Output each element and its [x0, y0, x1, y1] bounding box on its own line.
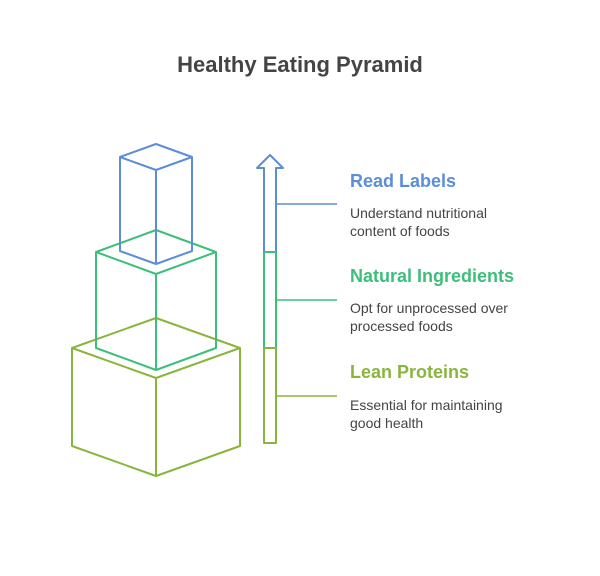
tier-middle-description-line: processed foods [350, 318, 453, 334]
tier-top-description-line: content of foods [350, 223, 450, 239]
arrow-head-segment [256, 154, 284, 252]
page-title: Healthy Eating Pyramid [177, 52, 423, 77]
progress-arrow [256, 154, 284, 444]
tier-middle-description-line: Opt for unprocessed over [350, 300, 508, 316]
top-block-outline [119, 143, 193, 265]
arrow-bottom-segment [263, 347, 277, 444]
arrow-middle-segment [263, 251, 277, 348]
tier-top-title: Read Labels [350, 171, 457, 191]
top-block [119, 143, 193, 265]
tier-middle-description: Opt for unprocessed over processed foods [350, 299, 550, 335]
tier-bottom-description-line: Essential for maintaining [350, 397, 503, 413]
tier-top-description: Understand nutritional content of foods [350, 204, 550, 240]
tier-middle-title: Natural Ingredients [350, 266, 515, 286]
tier-bottom-title: Lean Proteins [350, 362, 470, 382]
tier-bottom-description-line: good health [350, 415, 424, 431]
tier-top-description-line: Understand nutritional [350, 205, 487, 221]
tier-bottom-description: Essential for maintaining good health [350, 396, 550, 432]
top-block-top-edge [119, 156, 193, 171]
